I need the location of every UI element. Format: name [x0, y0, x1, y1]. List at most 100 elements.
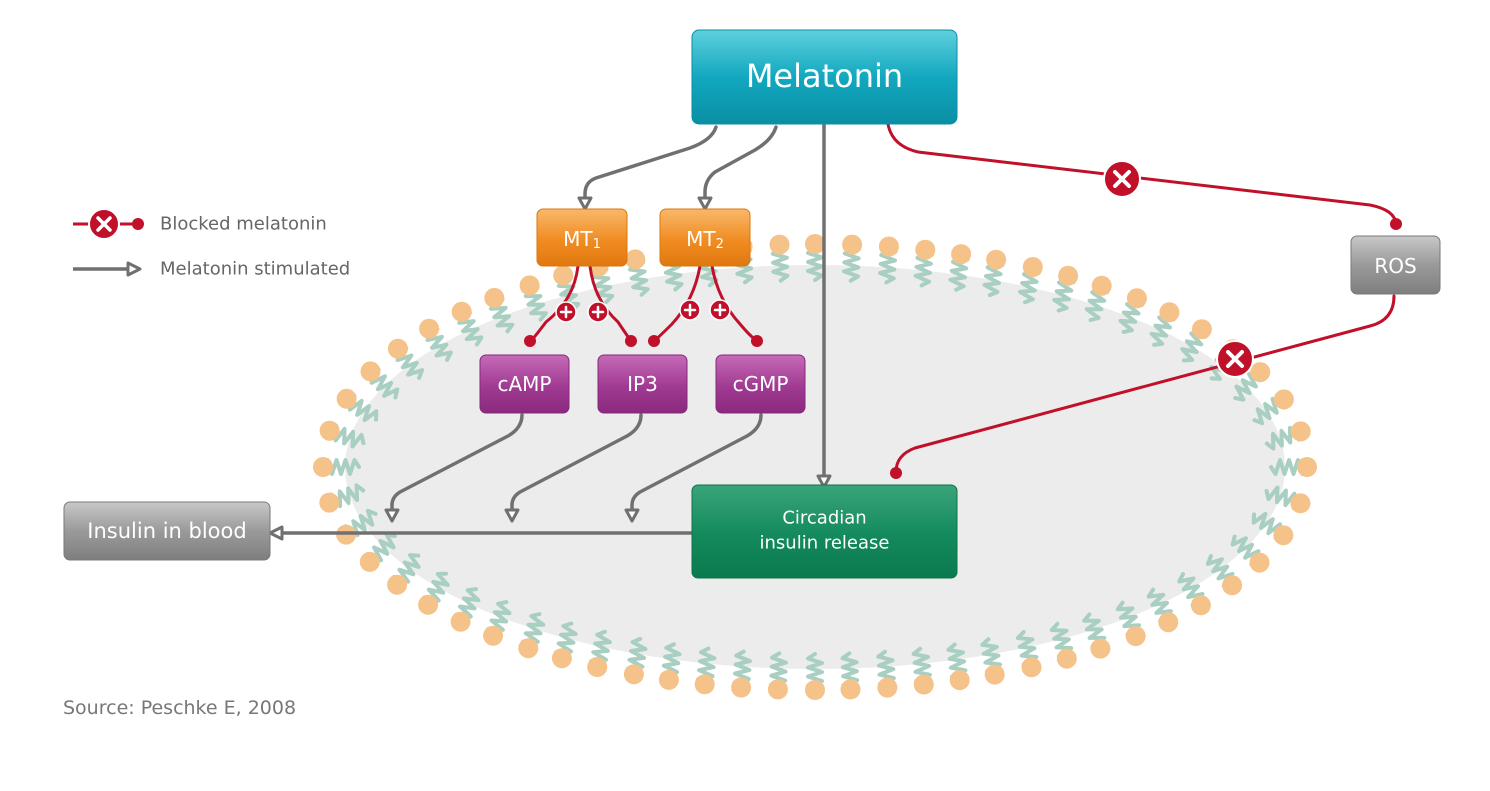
lipid-head	[387, 574, 408, 595]
block-marker-ros-circadian	[1216, 340, 1254, 378]
melatonin-to-ros-line	[886, 122, 1398, 226]
lipid-head	[767, 679, 788, 700]
x-icon	[1113, 170, 1131, 188]
lipid-head	[986, 249, 1007, 270]
mt1-label: MT1	[563, 227, 601, 252]
lipid-head	[625, 249, 646, 270]
circadian-insulin-release-node: Circadian insulin release	[691, 484, 958, 579]
mt1-to-camp-line	[529, 264, 580, 343]
lipid-head	[878, 236, 899, 257]
lipid-head	[1290, 493, 1311, 514]
plus-icon	[559, 305, 573, 319]
arrowhead-ip3-path	[504, 508, 520, 523]
mt1-label-base: MT	[563, 227, 593, 251]
lipid-head	[518, 638, 539, 659]
mt2-label-base: MT	[686, 227, 716, 251]
lipid-head	[387, 338, 408, 359]
melatonin-node: Melatonin	[691, 29, 958, 125]
x-icon	[1226, 350, 1244, 368]
ip3-label: IP3	[627, 372, 658, 396]
ros-node: ROS	[1350, 235, 1441, 295]
stimulated-connectors	[280, 122, 826, 535]
insulin-in-blood-node: Insulin in blood	[63, 501, 271, 561]
stimulated-arrowheads	[268, 196, 832, 541]
legend-blocked-icon	[88, 208, 120, 240]
melatonin-to-mt2	[703, 125, 778, 200]
lipid-head	[519, 275, 540, 296]
lipid-head	[1290, 421, 1311, 442]
lipid-head	[949, 670, 970, 691]
lipid-head	[842, 234, 863, 255]
legend-blocked-label: Blocked melatonin	[160, 214, 327, 235]
arrowhead-camp-path	[384, 508, 400, 523]
plus-marker-mt1-camp	[555, 301, 577, 323]
camp-label: cAMP	[498, 372, 552, 396]
camp-to-insulin-path	[390, 413, 524, 512]
lipid-head	[1021, 657, 1042, 678]
cgmp-label: cGMP	[733, 372, 789, 396]
lipid-head	[658, 669, 679, 690]
lipid-head	[840, 679, 861, 700]
lipid-head	[313, 457, 333, 477]
mt1-label-sub: 1	[593, 237, 601, 252]
lipid-head	[1126, 288, 1147, 309]
lipid-head	[483, 625, 504, 646]
lipid-head	[553, 265, 574, 286]
ip3-to-insulin-path	[510, 413, 643, 512]
ros-to-circadian-line	[894, 294, 1396, 474]
lipid-head	[551, 648, 572, 669]
mt2-label-sub: 2	[716, 237, 724, 252]
lipid-head	[913, 674, 934, 695]
cell-interior	[345, 265, 1285, 669]
lipid-head	[1125, 626, 1146, 647]
lipid-head	[336, 388, 357, 409]
lipid-head	[1250, 362, 1271, 383]
camp-node: cAMP	[479, 354, 570, 414]
arrowhead-mt2	[697, 196, 713, 211]
melatonin-label: Melatonin	[746, 57, 903, 95]
plus-icon	[591, 305, 605, 319]
lipid-head	[1090, 638, 1111, 659]
lipid-head	[1249, 552, 1270, 573]
lipid-head	[587, 657, 608, 677]
arrowhead-insulin	[268, 525, 284, 541]
lipid-head	[359, 551, 380, 572]
legend: Blocked melatonin Melatonin stimulated	[73, 208, 350, 280]
plus-icon	[683, 303, 697, 317]
lipid-head	[1190, 595, 1211, 616]
lipid-head	[450, 611, 471, 632]
ros-label: ROS	[1374, 254, 1416, 278]
lipid-head	[319, 420, 340, 441]
endpoint-ip3-right	[648, 335, 660, 347]
circadian-label-line2: insulin release	[760, 533, 890, 554]
arrowhead-cgmp-path	[624, 508, 640, 523]
lipid-head	[984, 664, 1005, 685]
lipid-head	[451, 301, 472, 322]
legend-stimulated-label: Melatonin stimulated	[160, 259, 350, 280]
mt2-receptor-node: MT2	[659, 208, 751, 267]
legend-stimulated: Melatonin stimulated	[73, 259, 350, 280]
source-citation: Source: Peschke E, 2008	[63, 697, 296, 719]
lipid-head	[1022, 257, 1043, 277]
lipid-head	[319, 492, 340, 513]
lipid-head	[623, 664, 644, 685]
lipid-head	[1158, 612, 1179, 633]
cgmp-to-insulin-path	[630, 413, 763, 512]
lipid-head	[731, 677, 752, 698]
lipid-head	[419, 318, 440, 339]
endpoint-circadian	[890, 467, 902, 479]
endpoint-camp	[524, 335, 536, 347]
mt2-label: MT2	[686, 227, 724, 252]
lipid-head	[1297, 457, 1317, 477]
red-endpoints	[524, 218, 1402, 479]
lipid-head	[418, 594, 439, 615]
insulin-label: Insulin in blood	[87, 519, 246, 543]
endpoint-ros	[1390, 218, 1402, 230]
cgmp-node: cGMP	[715, 354, 806, 414]
lipid-head	[877, 677, 898, 698]
lipid-head	[805, 234, 825, 254]
lipid-head	[1273, 525, 1294, 546]
lipid-head	[769, 234, 790, 255]
lipid-head	[1056, 648, 1077, 669]
